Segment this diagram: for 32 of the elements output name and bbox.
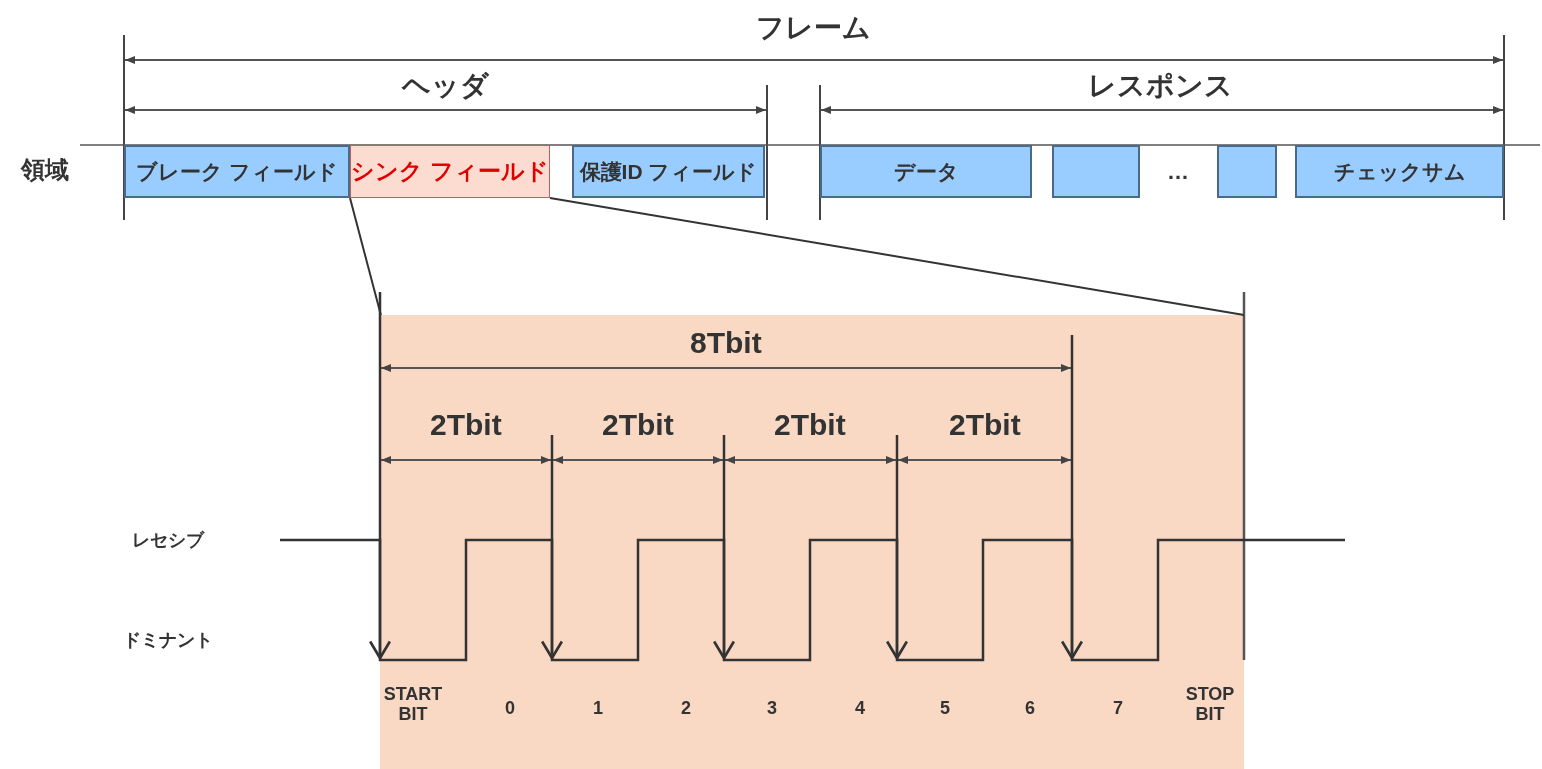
bit-label: 5 <box>940 697 950 719</box>
dimension-label: 2Tbit <box>602 407 674 442</box>
ellipsis-label: … <box>1167 158 1189 184</box>
field-box <box>1217 145 1277 198</box>
level-label: レセシブ <box>132 529 204 551</box>
bit-label: 7 <box>1113 697 1123 719</box>
bit-label: START BIT <box>383 683 443 725</box>
bit-label: 6 <box>1025 697 1035 719</box>
dimension-label: 2Tbit <box>430 407 502 442</box>
dimension-label: 8Tbit <box>690 325 762 360</box>
field-box: ブレーク フィールド <box>124 145 350 198</box>
level-label: ドミナント <box>123 629 213 651</box>
dimension-label: レスポンス <box>1087 70 1233 103</box>
bit-label: 3 <box>767 697 777 719</box>
field-box: データ <box>820 145 1032 198</box>
dimension-label: フレーム <box>755 12 871 45</box>
bit-label: STOP BIT <box>1184 683 1236 725</box>
dimension-label: 2Tbit <box>949 407 1021 442</box>
field-box: 保護ID フィールド <box>572 145 765 198</box>
dimension-label: ヘッダ <box>401 70 489 103</box>
bit-label: 4 <box>855 697 865 719</box>
zoom-line <box>549 197 1245 316</box>
bit-label: 1 <box>593 697 603 719</box>
field-box: シンク フィールド <box>350 145 550 198</box>
zoom-line <box>349 197 382 316</box>
dimension-label: 2Tbit <box>774 407 846 442</box>
bit-label: 2 <box>681 697 691 719</box>
row-label: 領域 <box>21 156 69 184</box>
field-box: チェックサム <box>1295 145 1504 198</box>
timing-panel <box>380 315 1244 769</box>
bit-label: 0 <box>505 697 515 719</box>
field-box <box>1052 145 1140 198</box>
